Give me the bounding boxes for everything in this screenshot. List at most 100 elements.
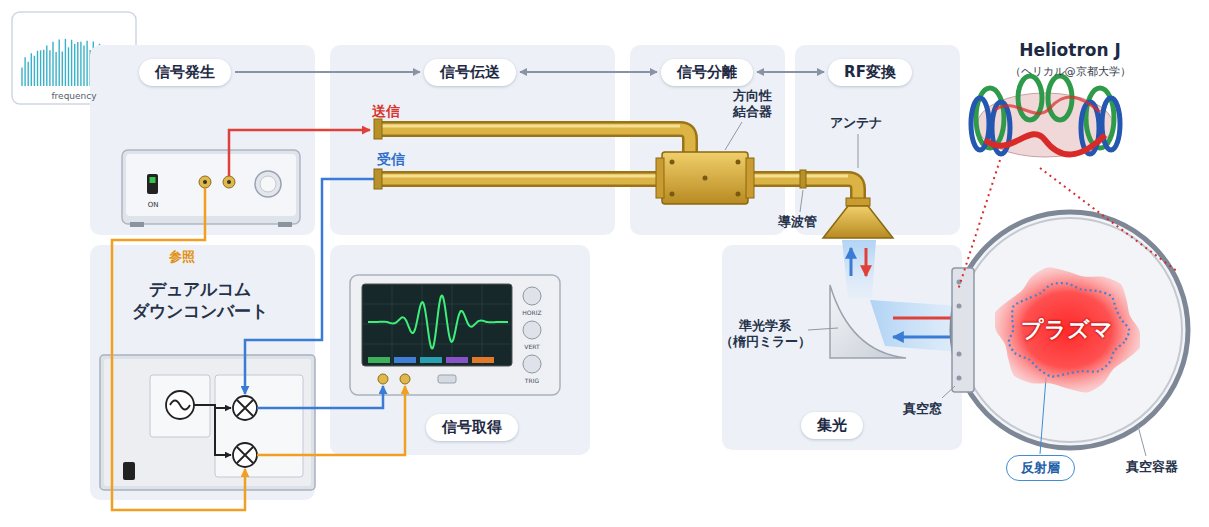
- signal-generator: [199, 176, 211, 188]
- downconverter-unit: [100, 355, 315, 490]
- waveguide: [380, 125, 680, 128]
- signal-generator: [255, 171, 281, 197]
- signal-generator: [126, 154, 296, 216]
- signal-generator: [122, 150, 300, 224]
- vacuum-window: [957, 376, 962, 381]
- waveguide: [746, 175, 848, 178]
- node-text: プラズマ: [1021, 315, 1113, 345]
- directional-coupler: [662, 152, 748, 204]
- directional-coupler: [656, 152, 754, 204]
- oscilloscope: [378, 374, 388, 384]
- waveguide: [800, 170, 806, 188]
- signal-generator: [147, 174, 158, 194]
- section-header: 集光: [801, 412, 863, 439]
- oscilloscope: [368, 357, 390, 363]
- waveguide: [374, 169, 382, 189]
- oscilloscope: [400, 374, 410, 384]
- part-name: 導波管: [778, 213, 817, 231]
- vacuum-vessel: [952, 212, 1188, 448]
- waveguide: [374, 119, 382, 139]
- spectrum-line: [24, 57, 25, 86]
- node-text: RF変換: [844, 63, 896, 81]
- microwave-beam: [870, 300, 960, 352]
- section-panel: [90, 45, 962, 500]
- waveguide: [380, 175, 664, 178]
- spectrum-line: [37, 51, 38, 86]
- downconverter-unit: [237, 447, 253, 463]
- waveguide: [380, 174, 664, 185]
- waveguide: [374, 119, 858, 202]
- signal-generator: [150, 177, 156, 183]
- leader-line: [1040, 378, 1046, 454]
- signal-name: 参照: [169, 248, 195, 266]
- section-header: 信号伝送: [424, 59, 516, 86]
- heliotron-torus: [971, 76, 1120, 157]
- signal-wire: [112, 130, 405, 510]
- signal-name: 送信: [372, 103, 400, 121]
- plasma-region: プラズマ: [995, 265, 1140, 395]
- section-panel: [630, 45, 785, 235]
- layer-tag: 反射層: [1006, 455, 1075, 481]
- spectrum-line: [34, 56, 35, 86]
- knob-label: VERT: [524, 343, 539, 350]
- signal-generator: [260, 176, 276, 192]
- oscilloscope: [362, 284, 512, 366]
- downconverter-unit: [215, 375, 303, 477]
- waveguide: [380, 171, 664, 187]
- flow-arrow: [235, 71, 420, 73]
- spectrum-line: [77, 42, 78, 86]
- waveguide: [380, 129, 690, 154]
- horn-antenna: [823, 198, 893, 238]
- signal-generator: [227, 180, 231, 184]
- heliotron-torus: [995, 97, 1100, 113]
- signal-generator: [223, 176, 235, 188]
- horn-antenna: [823, 206, 893, 238]
- oscilloscope: [523, 355, 541, 373]
- waveform: [368, 295, 508, 348]
- heliotron-torus: [1102, 98, 1120, 150]
- directional-coupler: [670, 192, 675, 197]
- oscilloscope: [350, 275, 560, 395]
- leader-line: [725, 122, 742, 150]
- downconverter-unit: [237, 400, 253, 416]
- leader-line: [1138, 426, 1146, 456]
- node-text: 集光: [817, 416, 847, 434]
- downconverter-unit: [166, 391, 194, 419]
- elliptical-mirror: [830, 285, 906, 358]
- signal-wire: [245, 179, 376, 394]
- downconverter-unit: [194, 405, 231, 408]
- oscilloscope: [362, 284, 512, 366]
- flow-arrow: [757, 71, 824, 73]
- spectrum-line: [65, 39, 66, 86]
- section-panel: [90, 245, 315, 500]
- section-panel: [795, 45, 960, 235]
- node-text: 信号取得: [442, 418, 502, 436]
- signal-generator: [122, 150, 300, 227]
- signal-wire: [112, 188, 245, 510]
- axis-label: frequency: [51, 91, 96, 101]
- directional-coupler: [670, 160, 675, 165]
- node-text: 信号分離: [677, 63, 737, 81]
- oscilloscope: [438, 375, 456, 383]
- spectrum-line: [21, 68, 22, 86]
- node-text: 反射層: [1021, 460, 1060, 475]
- part-name: 方向性 結合器: [733, 88, 772, 121]
- vacuum-window: [957, 352, 962, 357]
- reflection-layer-outline: [1008, 283, 1128, 376]
- signal-name: 受信: [377, 151, 405, 169]
- signal-wire: [229, 130, 370, 176]
- microwave-beam: [850, 248, 853, 276]
- vacuum-window: [952, 268, 974, 392]
- downconverter-unit: [104, 359, 311, 486]
- section-title: デュアルコム ダウンコンバート: [132, 278, 268, 322]
- section-panel: [330, 45, 615, 235]
- oscilloscope: [446, 357, 468, 363]
- waveform-trace: [368, 295, 508, 348]
- signal-generator: [278, 222, 292, 227]
- part-name: 真空容器: [1126, 458, 1178, 476]
- elliptical-mirror: [830, 285, 906, 358]
- signal-wire: [257, 386, 405, 455]
- oscilloscope: [472, 357, 494, 363]
- spectrum-line: [62, 52, 63, 86]
